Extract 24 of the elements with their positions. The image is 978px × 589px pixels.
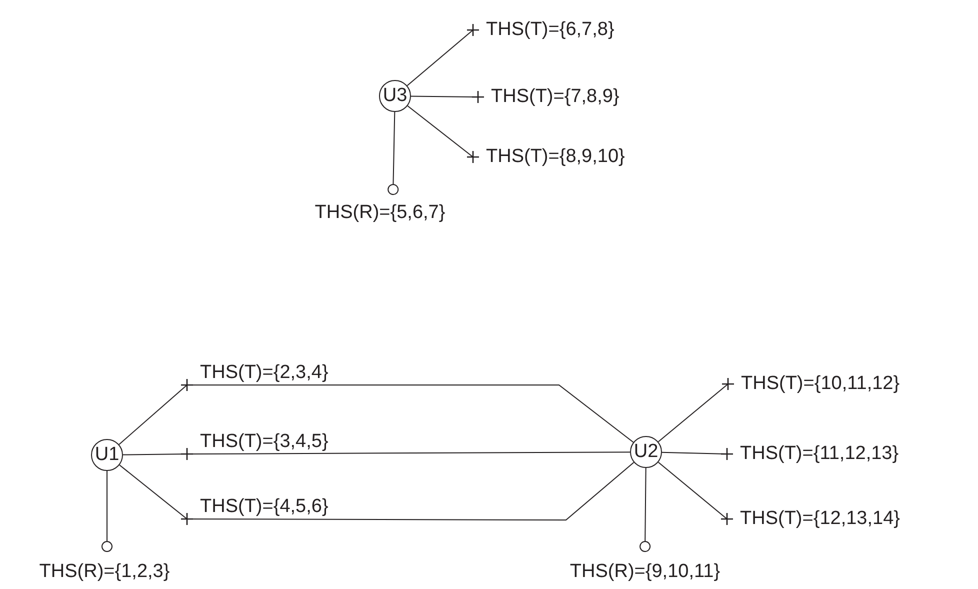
set-label: THS(R)={5,6,7} [290,195,470,224]
connector-line [662,447,734,461]
connector-line [388,112,399,196]
connector-line [410,90,485,104]
unit-circle: U1 [91,439,123,471]
connector-line [640,468,651,552]
connector-line [407,105,480,164]
set-label: THS(T)={11,12,13} [727,442,899,466]
unit-circle: U3 [379,80,411,112]
connector-line [406,23,480,86]
set-label: THS(T)={12,13,14} [727,507,900,531]
connector-line [658,377,735,442]
set-label: THS(R)={9,10,11} [545,552,745,583]
set-label: THS(T)={6,7,8} [473,18,614,42]
set-label: THS(T)={4,5,6} [187,496,328,519]
set-label: THS(T)={8,9,10} [473,145,625,169]
set-label: THS(R)={1,2,3} [2,552,207,583]
set-label: THS(T)={3,4,5} [187,431,328,454]
set-label: THS(T)={7,8,9} [478,85,620,109]
unit-circle: U2 [630,436,662,468]
set-label: THS(T)={10,11,12} [728,372,900,396]
connector-line [658,462,734,526]
connector-line [102,470,112,552]
set-label: THS(T)={2,3,4} [187,362,328,385]
